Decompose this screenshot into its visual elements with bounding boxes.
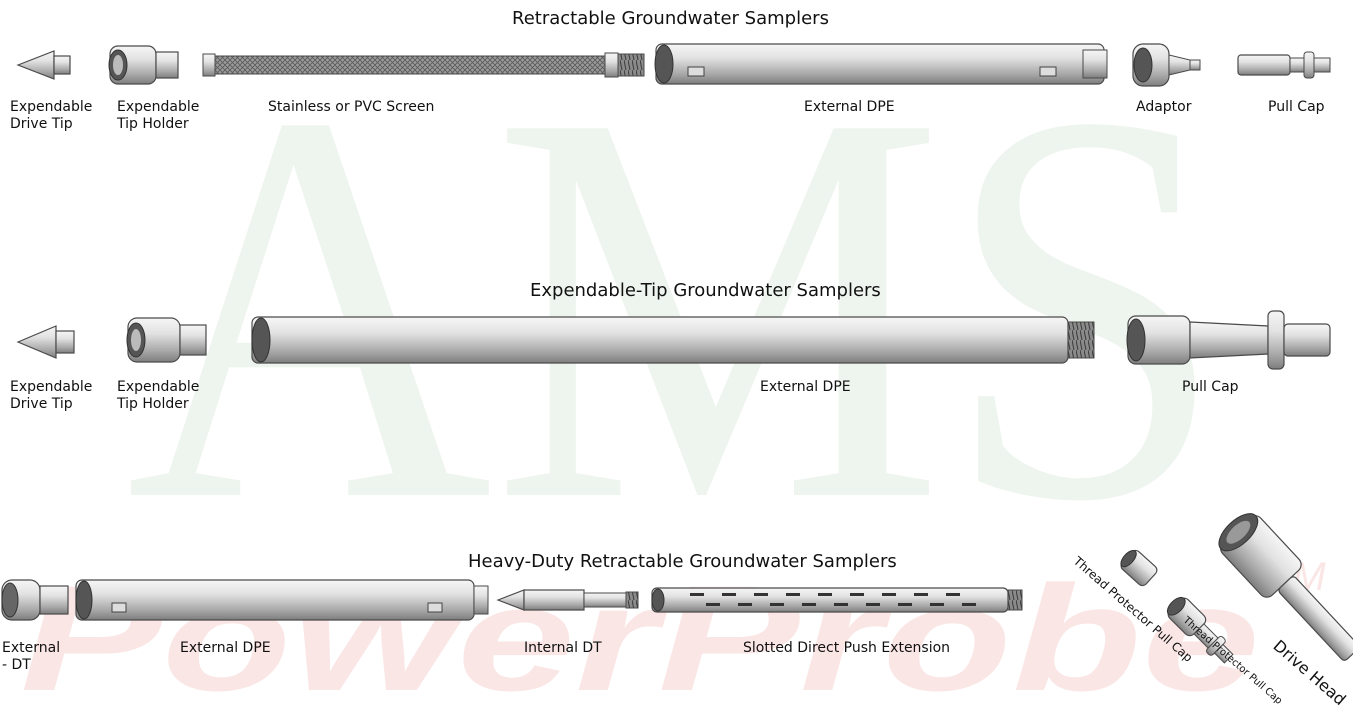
expendable-external-dpe <box>251 316 1095 364</box>
watermark-ams: AMS <box>126 0 1226 617</box>
heavy-internal-dt <box>496 589 639 611</box>
retractable-screen-label: Stainless or PVC Screen <box>268 99 435 115</box>
retractable-pull-cap <box>1237 51 1331 79</box>
heavy-slotted-extension <box>651 587 1023 613</box>
retractable-drive-tip-label: Expendable Drive Tip <box>10 99 93 132</box>
retractable-adaptor <box>1132 43 1201 87</box>
retractable-tip-holder <box>108 45 179 85</box>
watermark-powerprobe: PowerProbe <box>20 554 1260 701</box>
retractable-tip-holder-label: Expendable Tip Holder <box>117 99 200 132</box>
heavy-thread-protector-1 <box>1120 549 1158 587</box>
retractable-pull-cap-label: Pull Cap <box>1268 99 1325 115</box>
heavy-slotted-label: Slotted Direct Push Extension <box>743 640 951 656</box>
heavy-external-dt <box>1 579 69 621</box>
heavy-external-dpe <box>75 579 489 621</box>
retractable-dpe-label: External DPE <box>804 99 895 115</box>
heavy-external-dt-label: External - DT <box>2 640 61 673</box>
expendable-dpe-label: External DPE <box>760 379 851 395</box>
retractable-adaptor-label: Adaptor <box>1136 99 1192 115</box>
expendable-tip-holder <box>126 317 207 363</box>
retractable-title: Retractable Groundwater Samplers <box>512 8 829 29</box>
retractable-drive-tip <box>16 50 71 80</box>
heavy-drive-head <box>1218 513 1353 661</box>
expendable-title: Expendable-Tip Groundwater Samplers <box>530 280 881 301</box>
retractable-external-dpe <box>654 43 1108 85</box>
heavy-thread-protector-2 <box>1166 596 1234 664</box>
heavy-duty-title: Heavy-Duty Retractable Groundwater Sampl… <box>468 551 897 572</box>
expendable-drive-tip-label: Expendable Drive Tip <box>10 379 93 412</box>
heavy-internal-dt-label: Internal DT <box>524 640 602 656</box>
expendable-pull-cap-label: Pull Cap <box>1182 379 1239 395</box>
retractable-screen <box>202 52 645 78</box>
expendable-drive-tip <box>16 325 75 359</box>
heavy-dpe-label: External DPE <box>180 640 271 656</box>
expendable-pull-cap <box>1126 310 1331 370</box>
expendable-tip-holder-label: Expendable Tip Holder <box>117 379 200 412</box>
